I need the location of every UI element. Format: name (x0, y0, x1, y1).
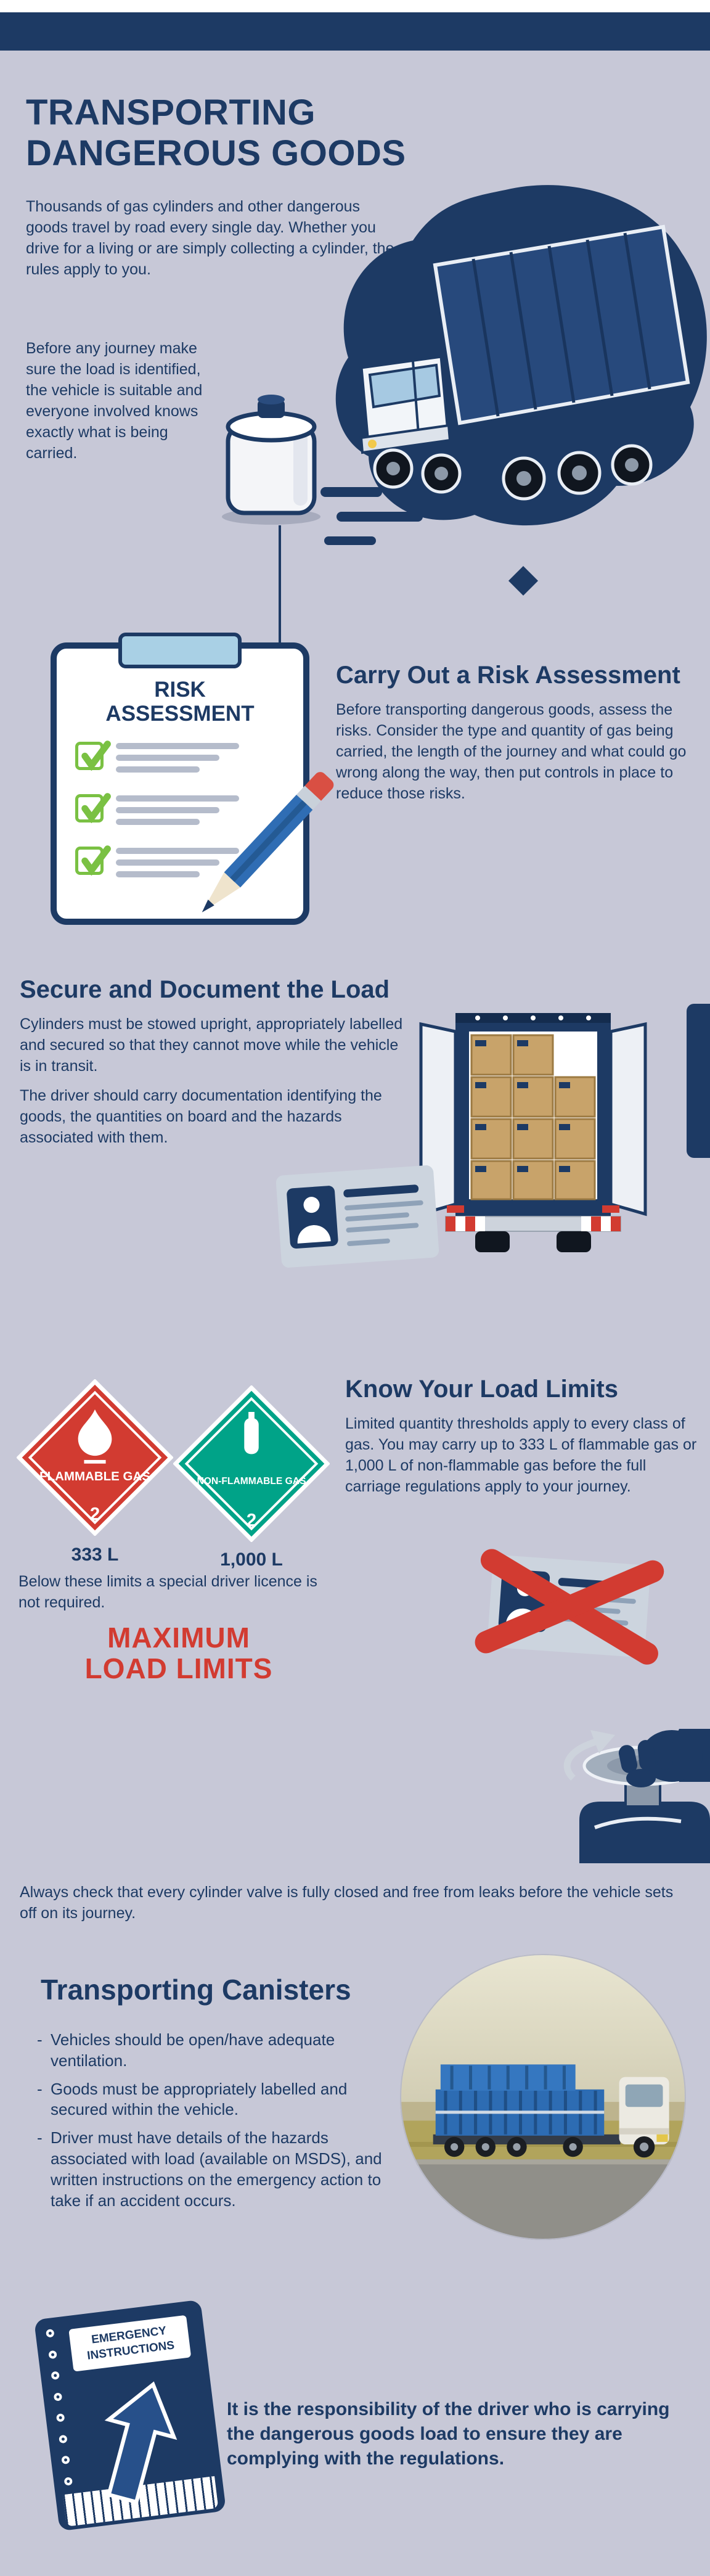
bullet-item: Vehicles should be open/have adequate ve… (35, 2030, 399, 2072)
id-photo-frame (286, 1185, 339, 1249)
responsibility-note: It is the responsibility of the driver w… (227, 2399, 670, 2469)
checklist-lines (116, 847, 239, 883)
clipboard-clip (118, 633, 242, 668)
photo-truck (433, 2064, 669, 2158)
checklist-lines (116, 794, 239, 831)
checklist-row (75, 845, 303, 883)
clipboard-title-line1: RISK (154, 678, 206, 702)
limits-body: Limited quantity thresholds apply to eve… (345, 1415, 697, 1495)
valve-note: Always check that every cylinder valve i… (20, 1884, 674, 1922)
limits-section-text: Know Your Load Limits Limited quantity t… (345, 1375, 703, 1497)
box-truck-illustration (419, 1013, 647, 1252)
load-limits-callout: MAXIMUM LOAD LIMITS (68, 1622, 290, 1684)
page-title-line2: DANGEROUS GOODS (26, 133, 406, 174)
flammable-gas-placard: FLAMMABLE GAS 2 (17, 1379, 173, 1536)
nonflammable-gas-placard: NON-FLAMMABLE GAS 2 (173, 1385, 330, 1542)
check-icon (75, 740, 111, 771)
checklist-row (75, 740, 303, 778)
bullet-item: Goods must be appropriately labelled and… (35, 2079, 399, 2121)
callout-line2: LOAD LIMITS (84, 1652, 273, 1684)
flow-connector-line (279, 525, 281, 644)
hazard-stripes (446, 1216, 621, 1231)
checklist-lines (116, 742, 239, 778)
canisters-heading: Transporting Canisters (41, 1974, 351, 2006)
checklist-row (75, 793, 303, 831)
crossed-licence-card (471, 1544, 667, 1669)
truck-headlight (368, 440, 377, 448)
hand (618, 1729, 710, 1787)
flame-icon (78, 1409, 112, 1456)
clipboard-title: RISK ASSESSMENT (57, 678, 303, 726)
cargo-boxes (470, 1034, 596, 1200)
placard-label: NON-FLAMMABLE GAS (197, 1476, 306, 1487)
edge-decor-blob (687, 1004, 710, 1158)
gas-canister-illustration (222, 395, 320, 525)
risk-section-text: Carry Out a Risk Assessment Before trans… (336, 661, 696, 804)
turn-arrow-icon (563, 1737, 599, 1781)
risk-body: Before transporting dangerous goods, ass… (336, 701, 687, 802)
check-icon (75, 845, 111, 876)
canisters-bullets: Vehicles should be open/have adequate ve… (35, 2030, 399, 2218)
nonflammable-quantity: 1,000 L (220, 1549, 283, 1570)
page-title-line1: TRANSPORTING (26, 92, 316, 133)
truck-wheels (373, 444, 653, 501)
page-title: TRANSPORTING DANGEROUS GOODS (26, 92, 445, 174)
person-icon (303, 1196, 320, 1214)
id-name-line (343, 1184, 419, 1198)
valve-hand-illustration (563, 1729, 710, 1863)
securing-body-1: Cylinders must be stowed upright, approp… (20, 1015, 403, 1075)
risk-assessment-clipboard: RISK ASSESSMENT (51, 633, 337, 925)
securing-section-text: Secure and Document the Load Cylinders m… (20, 975, 405, 1157)
right-door (609, 1022, 647, 1216)
cylinder-truck-photo (400, 1954, 686, 2240)
flammable-quantity: 333 L (71, 1544, 119, 1565)
truck-bumper (359, 424, 452, 454)
driver-id-card (275, 1165, 439, 1268)
risk-heading: Carry Out a Risk Assessment (336, 662, 680, 689)
clipboard-title-line2: ASSESSMENT (105, 701, 255, 726)
placard-class: 2 (247, 1511, 256, 1531)
emergency-notebook: EMERGENCY INSTRUCTIONS (33, 2299, 227, 2532)
limits-heading: Know Your Load Limits (345, 1376, 618, 1403)
bullet-item: Driver must have details of the hazards … (35, 2128, 399, 2211)
intro-paragraph-2: Before any journey make sure the load is… (26, 340, 203, 462)
pencil-illustration (194, 769, 337, 920)
truck-illustration (320, 185, 707, 545)
placard-label: FLAMMABLE GAS (39, 1469, 150, 1483)
top-navy-bar (0, 12, 710, 51)
top-white-strip (0, 0, 710, 12)
placard-class: 2 (90, 1504, 100, 1525)
callout-line1: MAXIMUM (107, 1622, 250, 1654)
securing-body-2: The driver should carry documentation id… (20, 1087, 382, 1146)
check-icon (75, 793, 111, 823)
cylinder-icon (244, 1411, 259, 1454)
limits-note: Below these limits a special driver lice… (18, 1573, 317, 1611)
arrow-up-icon (104, 2381, 178, 2504)
securing-heading: Secure and Document the Load (20, 976, 390, 1003)
intro-paragraph: Thousands of gas cylinders and other dan… (26, 198, 394, 278)
